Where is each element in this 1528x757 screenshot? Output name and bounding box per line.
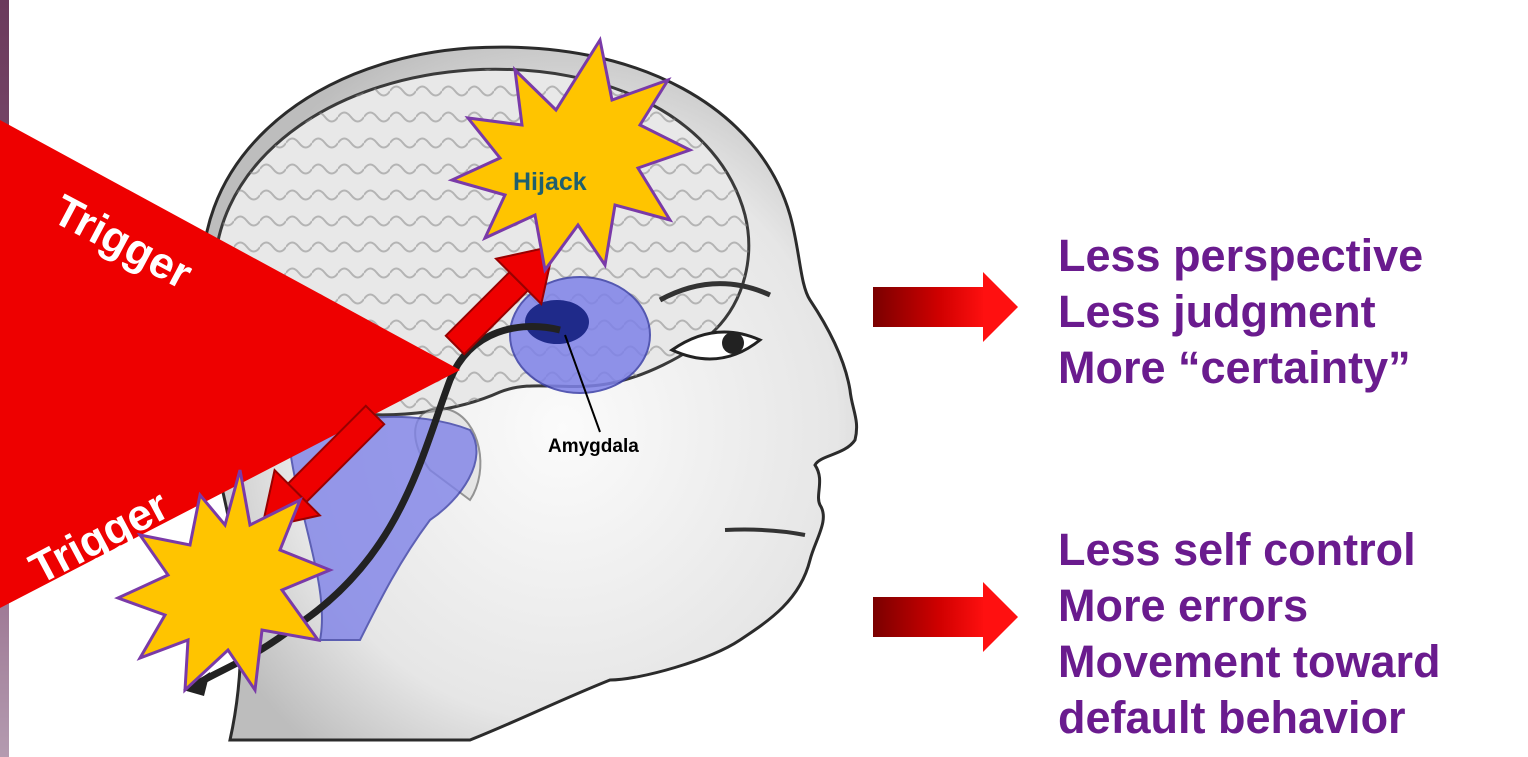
outcome-arrow-bottom bbox=[873, 582, 1018, 652]
outcome-arrow-top bbox=[873, 272, 1018, 342]
outcome-list-top: Less perspective Less judgment More “cer… bbox=[1058, 228, 1423, 396]
amygdala-core bbox=[525, 300, 589, 344]
outcome-item: Less perspective bbox=[1058, 228, 1423, 284]
outcome-item: Less judgment bbox=[1058, 284, 1423, 340]
outcome-item: Less self control bbox=[1058, 522, 1441, 578]
outcome-item: More errors bbox=[1058, 578, 1441, 634]
hijack-label: Hijack bbox=[513, 168, 587, 196]
outcome-item: More “certainty” bbox=[1058, 340, 1423, 396]
outcome-list-bottom: Less self control More errors Movement t… bbox=[1058, 522, 1441, 746]
outcome-item: Movement toward bbox=[1058, 634, 1441, 690]
amygdala-label: Amygdala bbox=[548, 436, 639, 457]
outcome-item: default behavior bbox=[1058, 690, 1441, 746]
